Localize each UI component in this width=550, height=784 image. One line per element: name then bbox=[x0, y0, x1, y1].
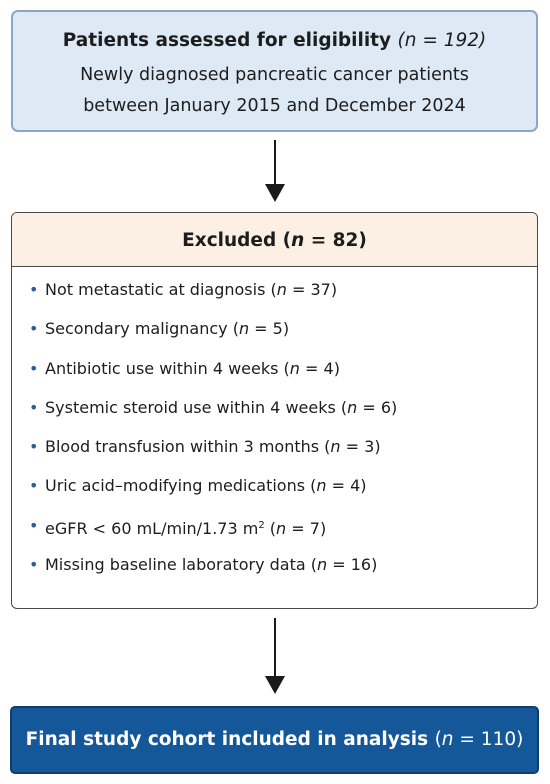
list-item: •Blood transfusion within 3 months (n = … bbox=[29, 437, 381, 457]
eligibility-description-line-1: Newly diagnosed pancreatic cancer patien… bbox=[80, 65, 469, 85]
eligibility-title: Patients assessed for eligibility (n = 1… bbox=[13, 30, 536, 51]
list-item: •Secondary malignancy (n = 5) bbox=[29, 319, 290, 339]
list-item: •Missing baseline laboratory data (n = 1… bbox=[29, 555, 378, 575]
eligibility-count: (n = 192) bbox=[397, 30, 487, 51]
arrow-1-shaft bbox=[274, 140, 277, 186]
eligibility-description-line-2: between January 2015 and December 2024 bbox=[83, 96, 466, 116]
excluded-box: Excluded (n = 82) •Not metastatic at dia… bbox=[11, 212, 538, 609]
eligibility-box: Patients assessed for eligibility (n = 1… bbox=[11, 10, 538, 132]
list-item: •Not metastatic at diagnosis (n = 37) bbox=[29, 280, 338, 299]
list-item: •Antibiotic use within 4 weeks (n = 4) bbox=[29, 358, 340, 378]
list-item: •Uric acid–modifying medications (n = 4) bbox=[29, 476, 367, 496]
arrow-2-shaft bbox=[274, 618, 277, 678]
arrow-1-head bbox=[265, 184, 285, 202]
list-item: •Systemic steroid use within 4 weeks (n … bbox=[29, 397, 398, 417]
excluded-title: Excluded (n = 82) bbox=[182, 230, 367, 251]
excluded-header: Excluded (n = 82) bbox=[12, 213, 537, 267]
final-cohort-title: Final study cohort included in analysis … bbox=[25, 729, 524, 750]
final-cohort-box: Final study cohort included in analysis … bbox=[10, 706, 539, 774]
exclusion-list: •Not metastatic at diagnosis (n = 37) •S… bbox=[29, 280, 527, 594]
arrow-2-head bbox=[265, 676, 285, 694]
list-item: •eGFR < 60 mL/min/1.73 m2 (n = 7) bbox=[29, 515, 327, 538]
eligibility-title-text: Patients assessed for eligibility bbox=[62, 30, 392, 51]
